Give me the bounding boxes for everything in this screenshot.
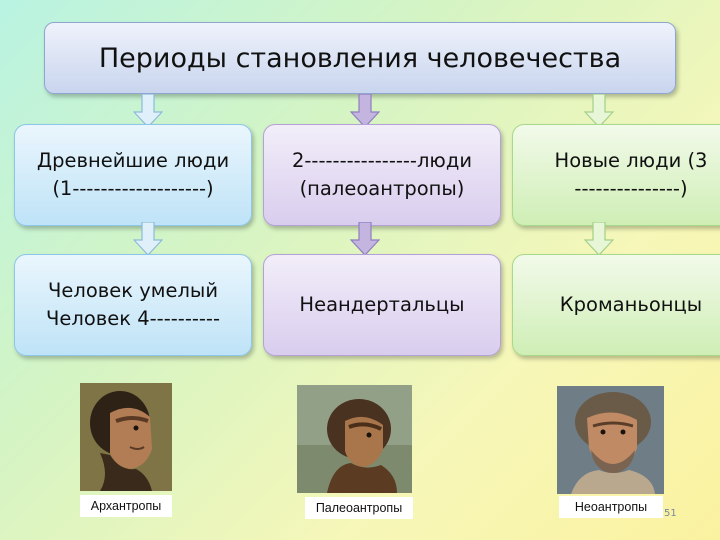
box-cro-magnons: Кроманьонцы <box>512 254 720 356</box>
arrow-down-icon <box>133 94 163 128</box>
neoanthrope-image <box>557 386 664 494</box>
box-ancient-people: Древнейшие люди (1-------------------) <box>14 124 252 226</box>
slide-number: 51 <box>664 508 677 519</box>
box-paleoanthropes: 2----------------люди (палеоантропы) <box>263 124 501 226</box>
paleoanthrope-image <box>297 385 412 493</box>
diagram-title: Периоды становления человечества <box>44 22 676 94</box>
caption-neoanthropes: Неоантропы <box>559 496 663 518</box>
caption-archanthropes: Архантропы <box>80 495 172 517</box>
arrow-down-icon <box>350 222 380 256</box>
arrow-down-icon <box>133 222 163 256</box>
caption-paleoanthropes: Палеоантропы <box>305 497 413 519</box>
archanthrope-image <box>80 383 172 491</box>
arrow-down-icon <box>350 94 380 128</box>
box-homo-habilis: Человек умелый Человек 4---------- <box>14 254 252 356</box>
arrow-down-icon <box>584 94 614 128</box>
box-neanderthals: Неандертальцы <box>263 254 501 356</box>
arrow-down-icon <box>584 222 614 256</box>
box-new-people: Новые люди (3 ---------------) <box>512 124 720 226</box>
